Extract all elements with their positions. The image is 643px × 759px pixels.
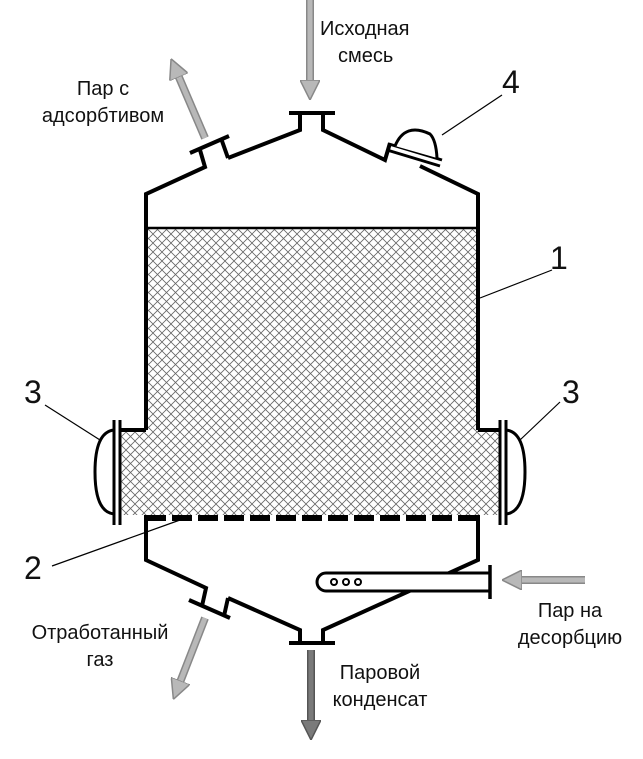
manhole-4	[386, 128, 443, 168]
label-condensate: Паровой конденсат	[320, 660, 440, 714]
label-desorption-line2: десорбцию	[517, 627, 623, 649]
callout-3-right: 3	[562, 374, 580, 410]
label-desorption-line1: Пар на	[537, 600, 603, 622]
callout-3-left: 3	[24, 374, 42, 410]
callout-line-3-left	[44, 404, 101, 441]
callout-2: 2	[24, 550, 42, 586]
vapor-nozzle-flange	[189, 134, 230, 155]
steam-sparger	[315, 565, 492, 599]
callout-line-1	[479, 269, 553, 299]
bottom-cone	[144, 515, 480, 645]
right-flange	[498, 420, 508, 525]
adsorbent-bed	[120, 228, 500, 515]
label-condensate-line2: конденсат	[332, 689, 428, 711]
label-vapor-out: Пар с адсорбтивом	[28, 76, 178, 130]
top-cone	[144, 114, 480, 430]
hatch-cap-right	[505, 428, 527, 516]
label-feed: Исходная смесь	[320, 16, 410, 70]
callout-line-3-right	[519, 401, 561, 441]
hatch-cap-left	[93, 428, 115, 516]
left-flange	[112, 420, 122, 525]
callout-1: 1	[550, 240, 568, 276]
label-spent-gas-line1: Отработанный	[31, 622, 169, 644]
callout-line-4	[441, 94, 503, 136]
label-vapor-out-line2: адсорбтивом	[41, 105, 165, 127]
label-spent-gas: Отработанный газ	[10, 620, 190, 674]
label-condensate-line1: Паровой	[339, 662, 421, 684]
callout-line-2	[51, 519, 181, 567]
label-spent-gas-line2: газ	[86, 649, 114, 671]
label-feed-line1: Исходная	[320, 18, 410, 40]
label-desorption-steam: Пар на десорбцию	[500, 598, 640, 652]
callout-4: 4	[502, 64, 520, 100]
label-feed-line2: смесь	[338, 45, 394, 67]
label-vapor-out-line1: Пар с	[76, 78, 130, 100]
